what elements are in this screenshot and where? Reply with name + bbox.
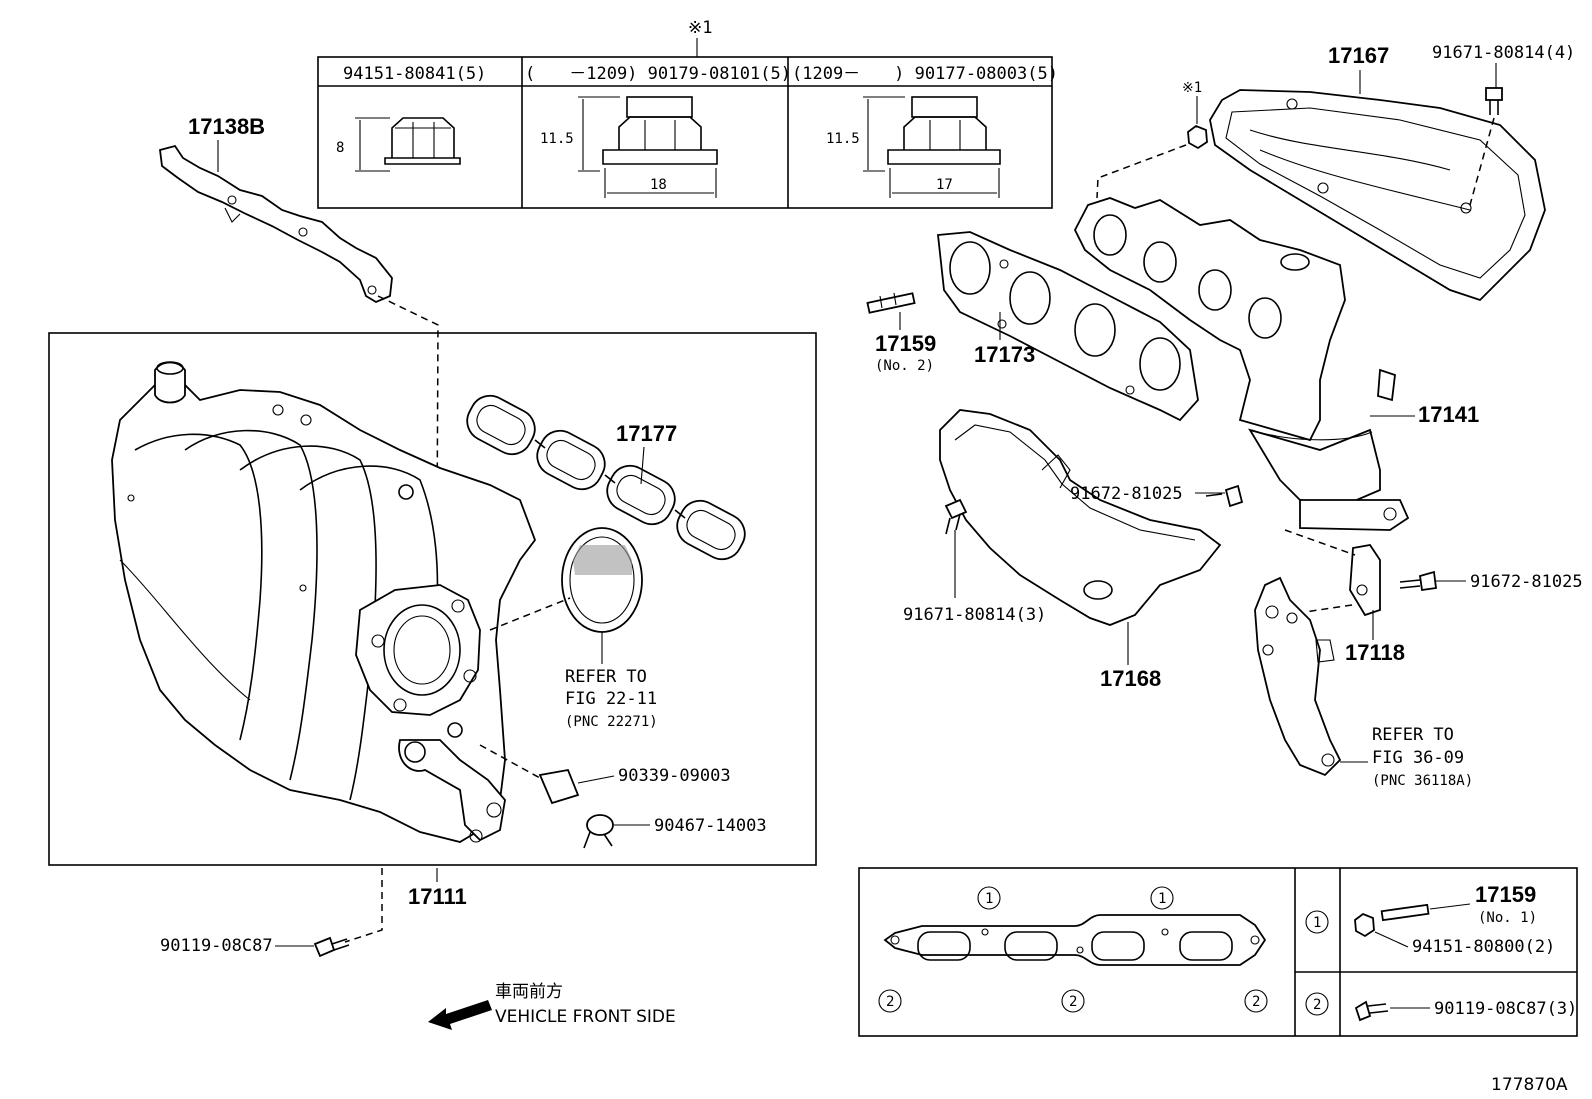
callout-17177: 17177 xyxy=(616,421,677,446)
heat-insulator-17168 xyxy=(939,409,1222,626)
legend-17159-no1: (No. 1) xyxy=(1478,910,1537,926)
table-header-2: ( －1209) 90179-08101(5) xyxy=(525,64,791,84)
refer2-l3: (PNC 36118A) xyxy=(1372,773,1473,789)
legend-94151: 94151-80800(2) xyxy=(1412,937,1555,957)
callout-91671-3: 91671-80814(3) xyxy=(903,605,1046,625)
marker-1a: 1 xyxy=(985,891,993,907)
callout-91672-b: 91672-81025 xyxy=(1470,572,1583,592)
flange-nut-icon: 8 xyxy=(336,117,461,172)
callout-90119-a: 90119-08C87 xyxy=(160,936,273,956)
refer1-l2: FIG 22-11 xyxy=(565,689,657,709)
front-jp: 車両前方 xyxy=(495,982,563,1002)
nut-icon xyxy=(1187,124,1208,150)
marker-2-row: 2 xyxy=(1313,997,1321,1013)
bolt-91672-icon xyxy=(1205,484,1244,508)
callout-91671-4: 91671-80814(4) xyxy=(1432,43,1575,63)
refer2-l2: FIG 36-09 xyxy=(1372,748,1464,768)
marker-2a: 2 xyxy=(886,994,894,1010)
plug-90339: 90339-09003 xyxy=(479,744,731,805)
intake-manifold xyxy=(111,361,537,843)
bolt-icon xyxy=(1354,1000,1389,1022)
callout-90339: 90339-09003 xyxy=(618,766,731,786)
gasket-17177: 17177 xyxy=(466,394,746,561)
bolt-91671-icon xyxy=(1485,87,1503,115)
diagram-id: 177870A xyxy=(1491,1075,1568,1095)
marker-2c: 2 xyxy=(1252,994,1260,1010)
table-header-3: (1209－ ) 90177-08003(5) xyxy=(792,64,1058,84)
callout-17167: 17167 xyxy=(1328,43,1389,68)
callout-90467: 90467-14003 xyxy=(654,816,767,836)
dim-nut2-w: 18 xyxy=(650,177,667,193)
marker-1b: 1 xyxy=(1158,891,1166,907)
callout-17111: 17111 xyxy=(408,884,467,909)
dim-nut3-h: 11.5 xyxy=(826,131,860,147)
exhaust-manifold-17141 xyxy=(1073,197,1410,531)
nut-icon xyxy=(1354,912,1375,938)
gasket-17173 xyxy=(937,231,1199,422)
callout-17118: 17118 xyxy=(1345,640,1405,665)
throttle-gasket-ring: REFER TO FIG 22-11 (PNC 22271) xyxy=(561,527,658,730)
legend-box: 1 1 2 2 2 1 2 17159 (No. 1) 94151-80800(… xyxy=(858,867,1578,1037)
callout-17141: 17141 xyxy=(1418,402,1479,427)
dim-nut3-w: 17 xyxy=(936,177,953,193)
table-header-1: 94151-80841(5) xyxy=(343,64,486,84)
front-en: VEHICLE FRONT SIDE xyxy=(495,1007,676,1027)
callout-17138b: 17138B xyxy=(188,114,265,139)
callout-17159-a: 17159 xyxy=(875,331,936,356)
refer1-l3: (PNC 22271) xyxy=(565,714,658,730)
nut-spec-table: ※1 94151-80841(5) ( －1209) 90179-08101(5… xyxy=(317,18,1058,209)
bolt-90119-icon xyxy=(313,936,350,958)
dim-nut2-h: 11.5 xyxy=(540,131,574,147)
bolt-91671-icon xyxy=(944,498,968,535)
intake-manifold-box xyxy=(48,332,817,866)
refer2-l1: REFER TO xyxy=(1372,725,1454,745)
callout-17168: 17168 xyxy=(1100,666,1161,691)
legend-17159: 17159 xyxy=(1475,882,1536,907)
bracket-17138b: 17138B xyxy=(159,114,393,304)
marker-2b: 2 xyxy=(1069,994,1077,1010)
note-marker-2: ※1 xyxy=(1182,80,1202,96)
callout-17159-no2: (No. 2) xyxy=(875,358,934,374)
heat-insulator-17167 xyxy=(1209,89,1546,302)
stud-bolt-icon xyxy=(866,292,916,314)
callout-17173: 17173 xyxy=(974,342,1035,367)
vehicle-front-indicator: 車両前方 VEHICLE FRONT SIDE xyxy=(428,982,676,1030)
dim-nut1-h: 8 xyxy=(336,140,344,156)
flange-nut-icon: 11.5 18 xyxy=(540,96,718,198)
callout-91672-a: 91672-81025 xyxy=(1070,484,1183,504)
note-marker: ※1 xyxy=(688,18,712,38)
legend-90119: 90119-08C87(3) xyxy=(1434,999,1577,1019)
bolt-91672-icon xyxy=(1399,570,1438,592)
clamp-90467: 90467-14003 xyxy=(583,814,767,849)
flange-nut-icon: 11.5 17 xyxy=(826,96,1001,198)
refer1-l1: REFER TO xyxy=(565,667,647,687)
bracket-17118 xyxy=(1254,544,1381,777)
stud-bolt-icon xyxy=(1380,903,1430,922)
marker-1-row: 1 xyxy=(1313,915,1321,931)
